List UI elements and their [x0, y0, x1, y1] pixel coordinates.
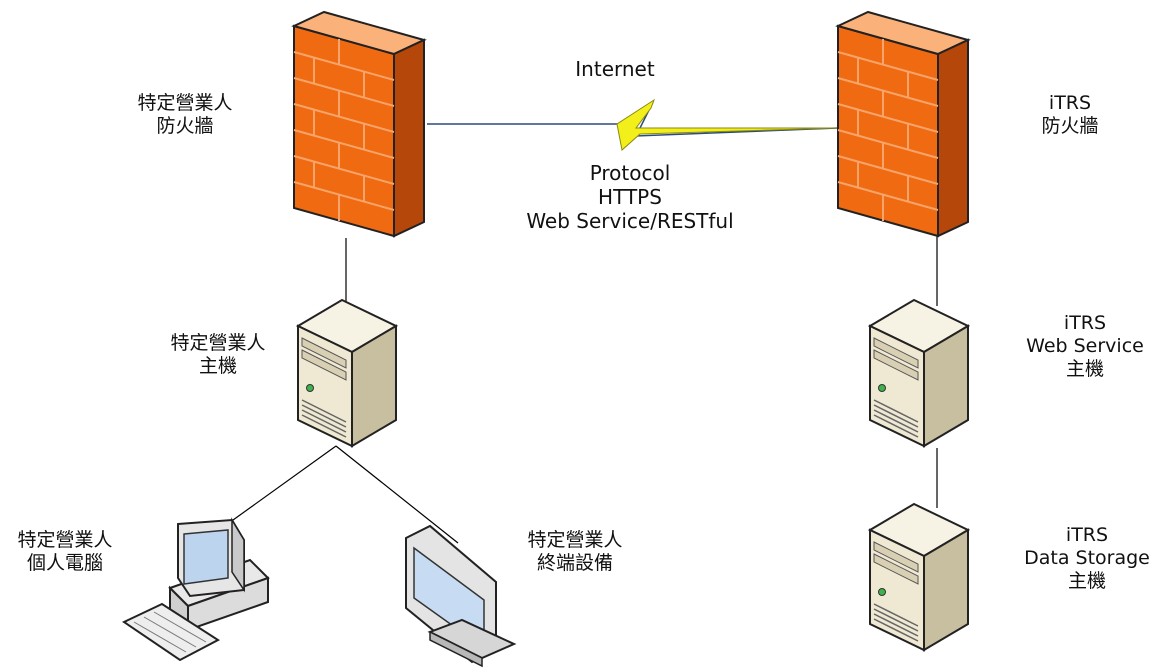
label-line: 特定營業人 — [137, 92, 233, 114]
label-line: 特定營業人 — [170, 332, 266, 354]
label-line: 防火牆 — [156, 115, 214, 137]
firewall-icon — [293, 11, 425, 237]
label-line: 特定營業人 — [527, 529, 623, 551]
label-line: Web Service — [1026, 335, 1144, 357]
label-line: iTRS — [1048, 92, 1092, 114]
server-tower-icon — [297, 299, 397, 447]
desktop-computer-icon — [121, 517, 270, 662]
connector-host-to-terminal — [335, 445, 459, 544]
server-tower-icon — [869, 299, 969, 447]
label-line: 主機 — [1065, 358, 1104, 380]
monitor-icon — [405, 524, 517, 668]
protocol-label: Protocol HTTPS Web Service/RESTful — [500, 161, 760, 233]
server-tower-icon — [869, 503, 969, 651]
terminal-label: 特定營業人 終端設備 — [510, 529, 640, 575]
pc-label: 特定營業人 個人電腦 — [0, 529, 130, 575]
web-service-host-label: iTRS Web Service 主機 — [1020, 312, 1150, 381]
label-line: 防火牆 — [1041, 115, 1099, 137]
label-line: HTTPS — [598, 185, 662, 209]
label-line: 個人電腦 — [26, 552, 103, 574]
internet-label: Internet — [575, 57, 655, 81]
left-host-label: 特定營業人 主機 — [153, 332, 283, 378]
right-firewall-label: iTRS 防火牆 — [1015, 92, 1125, 138]
label-line: 特定營業人 — [17, 529, 113, 551]
left-firewall-label: 特定營業人 防火牆 — [120, 92, 250, 138]
firewall-icon — [837, 11, 969, 237]
label-line: Protocol — [589, 161, 671, 185]
label-line: iTRS — [1063, 312, 1107, 334]
label-line: 終端設備 — [536, 552, 613, 574]
lightning-bolt-icon — [427, 98, 839, 151]
label-line: 主機 — [198, 355, 237, 377]
label-line: Web Service/RESTful — [526, 209, 734, 233]
label-line: 主機 — [1067, 570, 1106, 592]
label-line: Data Storage — [1024, 547, 1150, 569]
data-storage-host-label: iTRS Data Storage 主機 — [1012, 524, 1162, 593]
label-line: iTRS — [1065, 524, 1109, 546]
